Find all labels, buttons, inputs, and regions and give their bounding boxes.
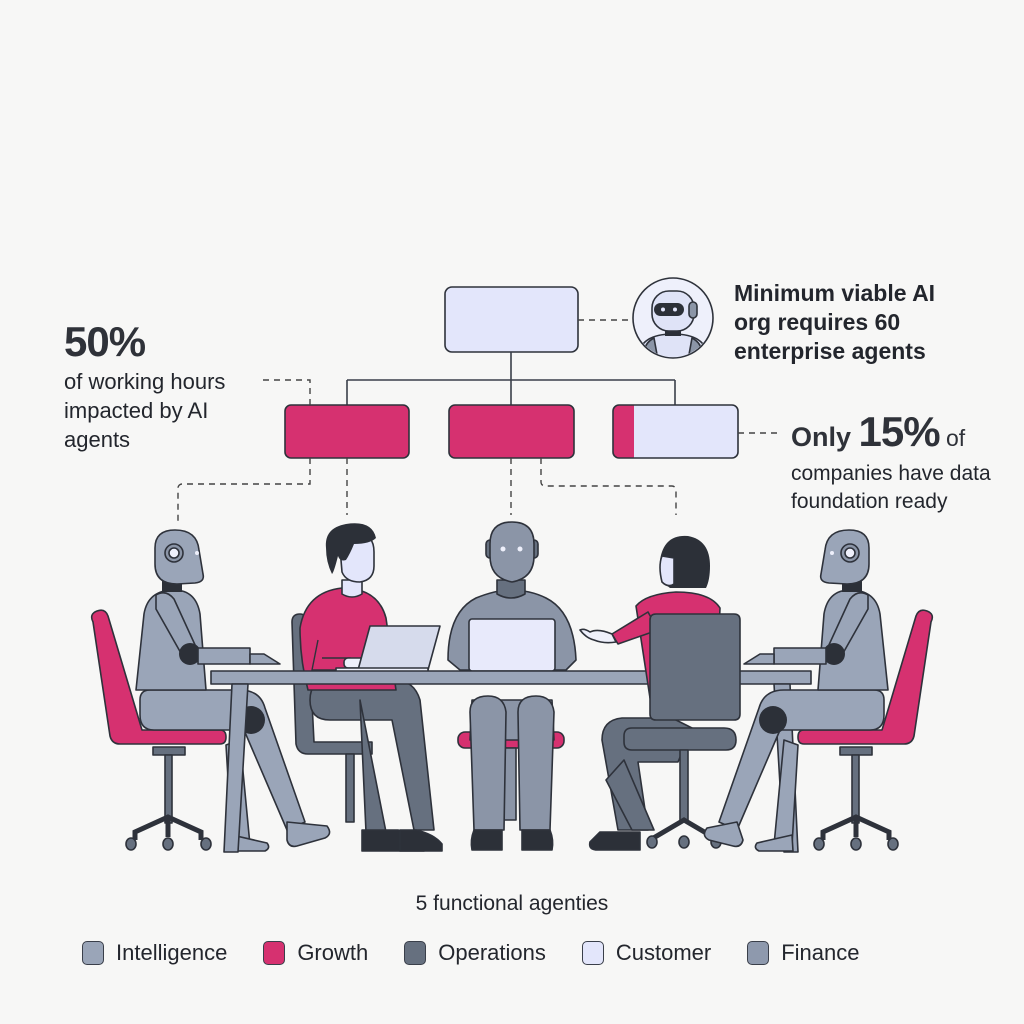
legend-swatch-finance [747, 941, 770, 965]
chair-right [797, 609, 934, 851]
stat-enterprise-agents: Minimum viable AI org requires 60 enterp… [734, 279, 935, 366]
stat-working-hours-line2: impacted by AI [64, 398, 209, 423]
legend-swatch-customer [581, 941, 604, 965]
stat-data-foundation: Only 15% of companies have data foundati… [791, 410, 991, 516]
legend-item-intelligence: Intelligence [82, 940, 227, 966]
legend: Intelligence Growth Operations Customer … [82, 940, 896, 966]
stat-data-prefix: Only [791, 422, 859, 452]
org-box-growth-2 [448, 404, 575, 459]
legend-item-finance: Finance [747, 940, 860, 966]
legend-label: Intelligence [116, 940, 228, 965]
stat-agents-line1: Minimum viable AI [734, 280, 936, 306]
legend-label: Customer [615, 940, 712, 965]
stat-data-line3: foundation ready [791, 490, 948, 513]
human-man [299, 523, 443, 852]
robot-center [447, 521, 577, 851]
legend-swatch-growth [263, 941, 286, 965]
stat-data-line2: companies have data [791, 462, 991, 485]
legend-title: 5 functional agenties [415, 892, 609, 915]
stat-agents-line3: enterprise agents [734, 338, 926, 364]
legend-label: Finance [781, 940, 860, 965]
legend-label: Operations [438, 940, 546, 965]
stat-data-suffix: of [939, 425, 966, 451]
legend-item-growth: Growth [263, 940, 368, 966]
stat-data-headline: Only 15% of [791, 410, 991, 460]
stat-working-hours-line3: agents [64, 427, 131, 452]
human-woman [579, 535, 741, 851]
org-top-box [444, 286, 579, 353]
chair-left [90, 609, 227, 851]
org-box-progress-15 [612, 404, 739, 459]
legend-swatch-operations [404, 941, 427, 965]
legend-label: Growth [297, 940, 369, 965]
stat-data-value: 15% [858, 408, 941, 455]
robot-avatar-icon [632, 277, 714, 359]
legend-swatch-intelligence [82, 941, 104, 965]
stat-working-hours: 50% of working hours impacted by AI agen… [64, 318, 225, 453]
stat-working-hours-value: 50% [64, 318, 146, 365]
org-box-growth-1 [284, 404, 410, 459]
org-chart [177, 286, 778, 522]
legend-item-customer: Customer [581, 940, 712, 966]
robot-right [703, 529, 889, 852]
stat-agents-line2: org requires 60 [734, 309, 901, 335]
stat-working-hours-line1: of working hours [64, 369, 226, 394]
legend-item-operations: Operations [404, 940, 546, 966]
